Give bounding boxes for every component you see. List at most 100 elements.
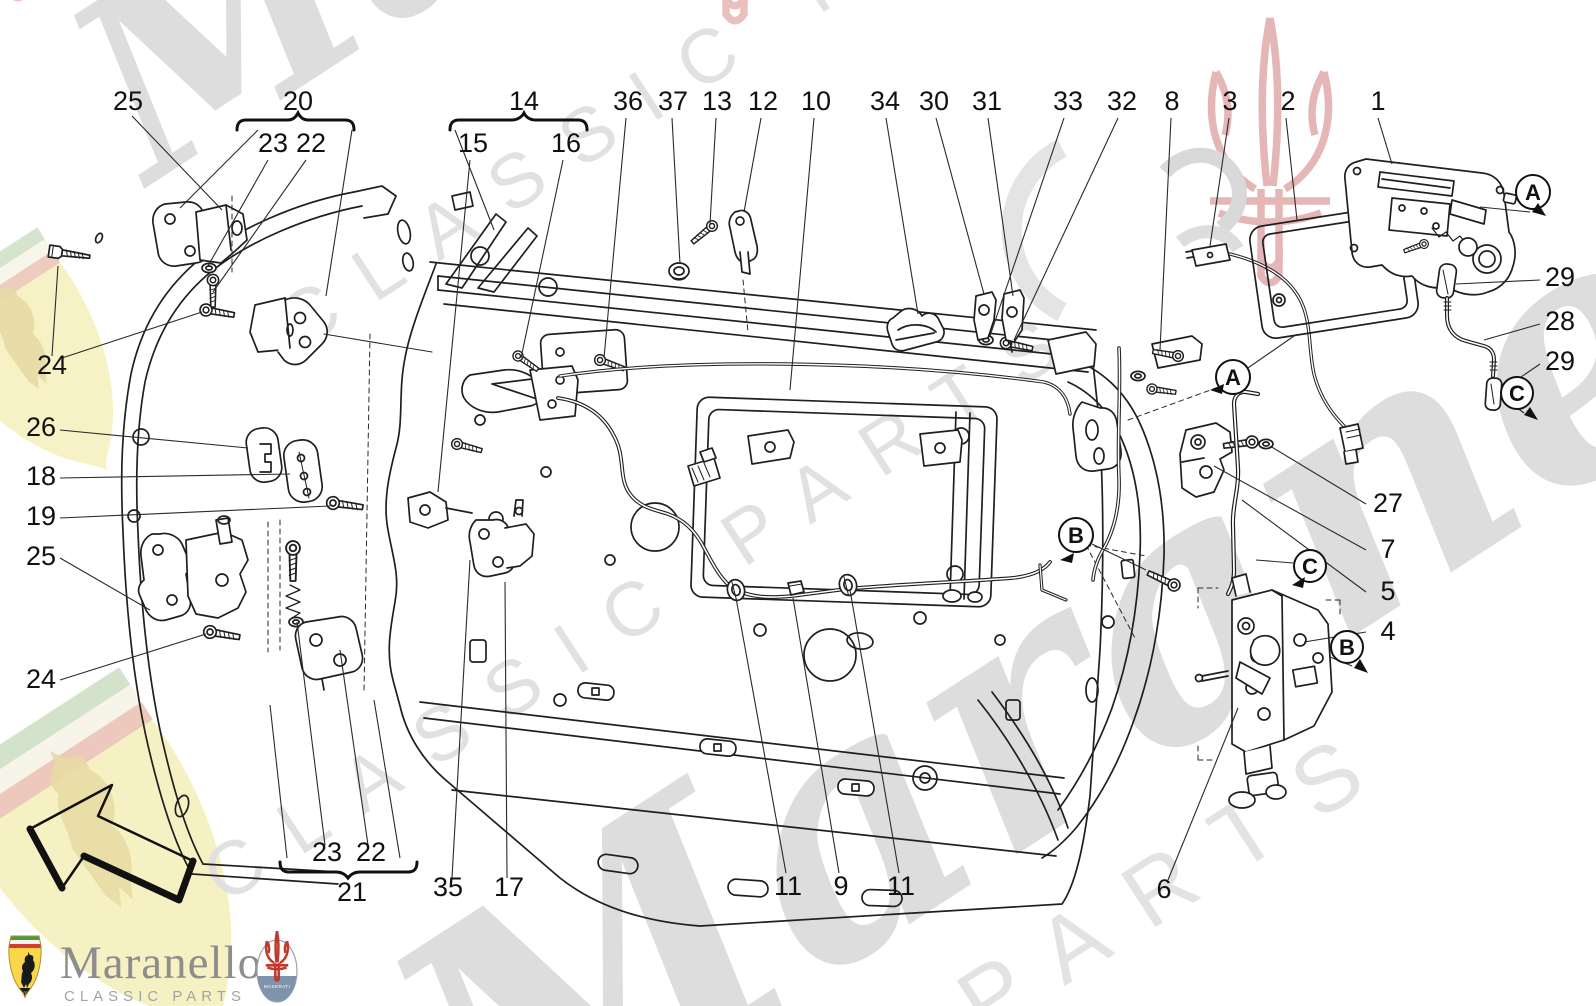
callout-10: 10 [801, 86, 831, 116]
arrow-icon [1532, 203, 1546, 216]
callout-29-upper: 29 [1545, 262, 1575, 292]
callout-23-top: 23 [258, 128, 288, 158]
callout-31: 31 [972, 86, 1002, 116]
bracket-8-group [1130, 335, 1203, 399]
view-marker-b-mid: B [1058, 517, 1094, 563]
callout-17: 17 [494, 872, 524, 902]
svg-text:B: B [1068, 523, 1084, 548]
hinge-upper-front [152, 195, 248, 308]
callout-23-bottom: 23 [312, 837, 342, 867]
callout-36: 36 [613, 86, 643, 116]
svg-text:A: A [1225, 365, 1241, 390]
callout-13: 13 [702, 86, 732, 116]
lower-door-hinge-on-panel [468, 499, 535, 578]
grommet-37 [668, 262, 690, 281]
callout-26: 26 [26, 412, 56, 442]
callout-22-top: 22 [296, 128, 326, 158]
callout-25-top: 25 [113, 86, 143, 116]
retainer-clip-34 [886, 307, 945, 352]
footer-tagline: CLASSIC PARTS [64, 988, 246, 1005]
svg-text:B: B [1339, 635, 1355, 660]
callout-3: 3 [1222, 86, 1237, 116]
hinge-upper-rear [249, 297, 433, 366]
svg-text:C: C [1302, 554, 1318, 579]
bracket-30 [973, 291, 997, 341]
bracket-31 [1001, 289, 1025, 353]
diagram-layer [47, 158, 1518, 927]
inner-handle-assembly [449, 348, 627, 457]
arrow-icon [1524, 407, 1538, 420]
callout-14: 14 [509, 86, 539, 116]
panel-front-fins [445, 191, 558, 297]
exterior-handle-assembly [1344, 158, 1518, 296]
top-small-parts [668, 209, 1025, 353]
footer: Ferrari Maranello CLASSIC PARTS MASERATI [8, 929, 298, 1005]
maserati-wordmark: MASERATI [264, 984, 290, 989]
callout-4: 4 [1380, 616, 1395, 646]
callout-12: 12 [748, 86, 778, 116]
callout-21: 21 [337, 877, 367, 907]
callout-25-lower: 25 [26, 541, 56, 571]
handle-rod-parts [1435, 263, 1503, 411]
callout-11-left: 11 [774, 871, 802, 901]
callout-20: 20 [283, 86, 313, 116]
interior-lock-rod [1091, 346, 1122, 582]
gray-watermark-swirl-1 [1159, 147, 1247, 235]
switch-3-group [1185, 243, 1364, 465]
view-markers: A A B C B C [1058, 174, 1551, 673]
callout-11-right: 11 [887, 871, 915, 901]
hinge-bolts-top-left [47, 232, 236, 322]
view-marker-c-mid: C [1292, 549, 1327, 588]
door-latch-striker [1179, 422, 1274, 498]
callout-15: 15 [458, 128, 488, 158]
callout-27: 27 [1373, 488, 1403, 518]
group-braces [235, 109, 589, 881]
arrow-icon [1292, 577, 1305, 588]
view-marker-c-right: C [1500, 376, 1538, 420]
callout-9: 9 [833, 871, 848, 901]
callout-8: 8 [1164, 86, 1179, 116]
arrow-icon [1354, 659, 1368, 673]
callout-6: 6 [1156, 874, 1171, 904]
callout-33: 33 [1053, 86, 1083, 116]
callout-18: 18 [26, 461, 56, 491]
callout-labels: 25 20 23 22 14 15 16 36 37 13 12 10 34 3… [26, 86, 1575, 907]
callout-22-bottom: 22 [356, 837, 386, 867]
lever-bracket-12 [728, 209, 759, 333]
ferrari-shield-watermark-bottom [0, 667, 232, 1006]
callout-30: 30 [919, 86, 949, 116]
callout-2: 2 [1280, 86, 1295, 116]
callout-19: 19 [26, 501, 56, 531]
svg-text:C: C [1509, 381, 1525, 406]
direction-arrow [26, 783, 197, 904]
maserati-badge-watermark-arc [1001, 139, 1067, 321]
view-marker-a-mid: A [1210, 359, 1251, 395]
callout-24-lower: 24 [26, 664, 56, 694]
callout-28: 28 [1545, 306, 1575, 336]
control-cables [556, 362, 1072, 604]
callout-1: 1 [1370, 86, 1385, 116]
callout-16: 16 [551, 128, 581, 158]
view-marker-b-right: B [1330, 630, 1368, 673]
ferrari-shield-watermark-left [0, 227, 114, 472]
footer-ferrari-logo: Ferrari [8, 935, 42, 999]
door-inner-panel [385, 263, 1104, 927]
brace-group-20 [235, 109, 356, 132]
arrow-icon [1210, 384, 1224, 394]
leader-lines [51, 115, 1541, 881]
door-lock-assembly [1194, 573, 1341, 809]
callout-29-lower: 29 [1545, 346, 1575, 376]
door-rear-frame [978, 331, 1217, 859]
callout-24-top: 24 [37, 350, 67, 380]
footer-maserati-logo: MASERATI [256, 929, 298, 1003]
callout-32: 32 [1107, 86, 1137, 116]
callout-5: 5 [1380, 576, 1395, 606]
door-bumpers [245, 426, 365, 515]
callout-34: 34 [870, 86, 900, 116]
callout-35: 35 [433, 872, 463, 902]
hinge-lower-front [137, 515, 364, 691]
brace-group-21 [278, 860, 419, 881]
